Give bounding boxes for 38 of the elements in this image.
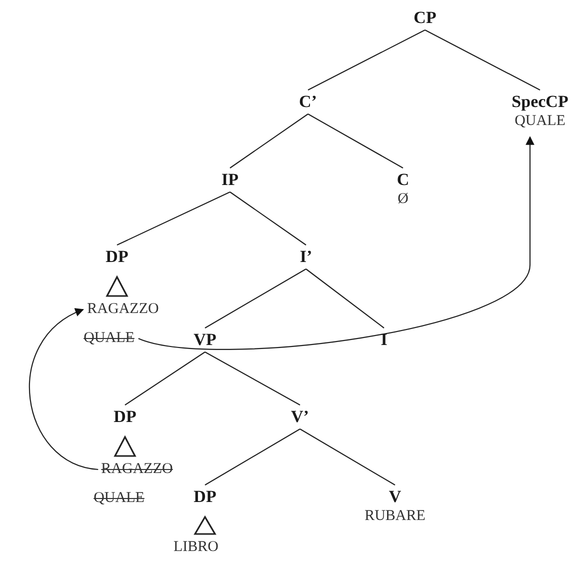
branch-line xyxy=(424,30,540,90)
struck-word: QUALE xyxy=(84,329,134,348)
triangle-symbol xyxy=(194,515,216,535)
movement-arrow xyxy=(29,309,98,470)
branch-line xyxy=(116,192,230,246)
branch-line xyxy=(300,428,396,486)
branch-line xyxy=(230,192,306,246)
category-label: DP xyxy=(114,407,136,427)
category-label: C xyxy=(396,170,410,190)
branch-line xyxy=(308,114,404,168)
word-label: Ø xyxy=(398,190,408,209)
category-label: V xyxy=(388,487,402,507)
category-label: VP xyxy=(194,330,216,350)
word-label: LIBRO xyxy=(174,538,218,557)
branch-line xyxy=(204,352,300,406)
struck-word: RAGAZZO xyxy=(101,460,173,479)
movement-arrow xyxy=(138,136,534,350)
category-label: IP xyxy=(222,170,238,190)
triangle-symbol xyxy=(106,275,128,297)
category-label: SpecCP xyxy=(512,92,568,112)
branch-line xyxy=(230,114,308,168)
category-label: DP xyxy=(194,487,216,507)
category-label: I xyxy=(380,330,388,350)
category-label: I’ xyxy=(300,247,312,267)
word-label: QUALE xyxy=(514,112,566,131)
branch-line xyxy=(204,268,306,328)
struck-word: QUALE xyxy=(94,489,144,508)
category-label: CP xyxy=(414,8,436,28)
triangle-symbol xyxy=(114,435,136,457)
word-label: RUBARE xyxy=(364,507,426,526)
branch-line xyxy=(124,352,206,406)
branch-line xyxy=(308,30,426,90)
category-label: C’ xyxy=(299,92,317,112)
category-label: V’ xyxy=(291,407,309,427)
word-label: RAGAZZO xyxy=(87,300,159,319)
branch-line xyxy=(204,428,300,486)
category-label: DP xyxy=(106,247,128,267)
branch-line xyxy=(306,268,384,328)
